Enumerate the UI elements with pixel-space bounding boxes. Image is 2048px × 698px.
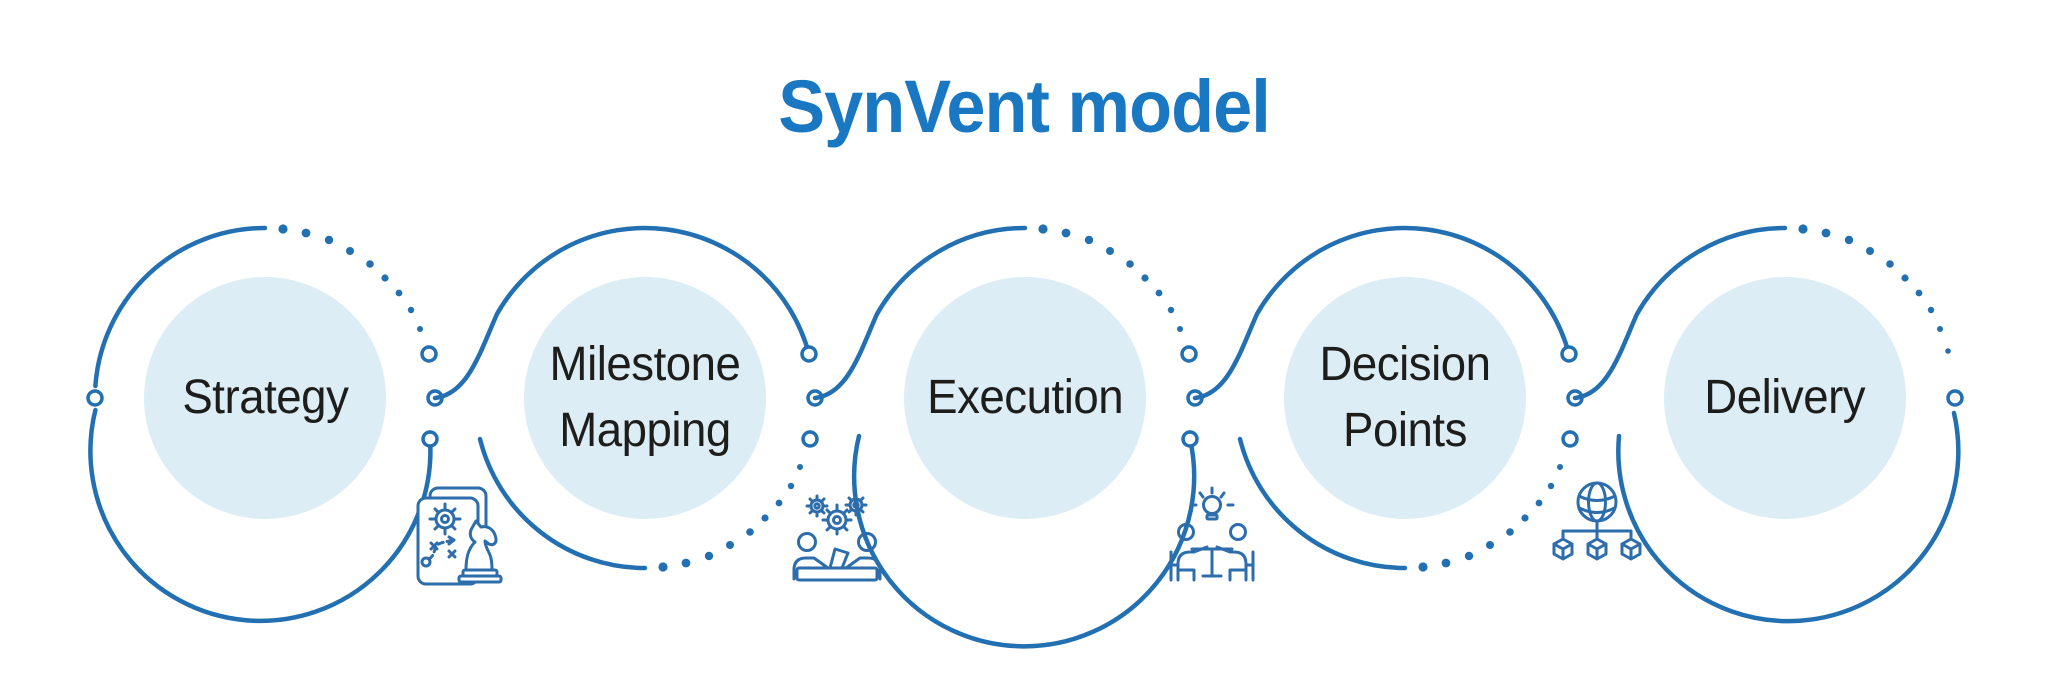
node-fill-circles bbox=[144, 277, 1906, 519]
ring-strategy bbox=[86, 224, 444, 624]
page-title: SynVent model bbox=[778, 65, 1271, 148]
node-label-execution: Execution bbox=[927, 370, 1123, 424]
ring-delivery bbox=[1572, 224, 1964, 624]
ring-execution bbox=[812, 224, 1204, 649]
team-gears-icon bbox=[792, 493, 882, 582]
globe-distribution-icon bbox=[1552, 481, 1642, 561]
node-label-strategy: Strategy bbox=[181, 370, 349, 424]
node-label-decision-points: Decision Points bbox=[1319, 337, 1491, 457]
node-label-milestone-mapping: Milestone Mapping bbox=[549, 337, 741, 457]
ring-milestone-mapping bbox=[432, 225, 824, 572]
strategy-plan-icon bbox=[416, 486, 503, 586]
ring-decision-points bbox=[1192, 225, 1584, 572]
node-label-delivery: Delivery bbox=[1704, 370, 1866, 424]
meeting-lightbulb-icon bbox=[1169, 486, 1255, 582]
